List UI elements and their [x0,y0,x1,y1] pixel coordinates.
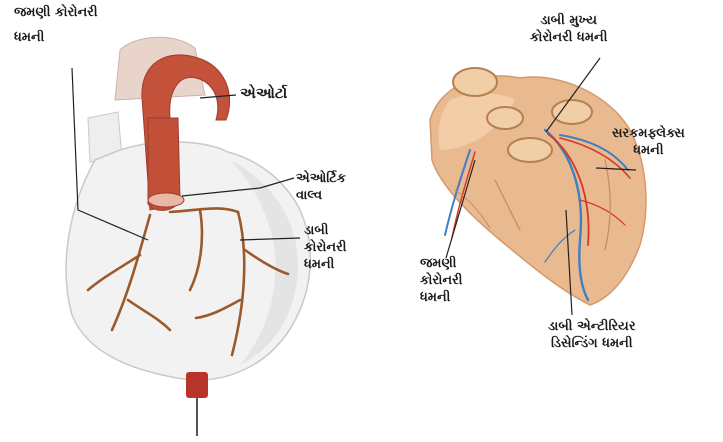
vessel-opening-2 [487,107,523,129]
label-circumflex-artery-line1: સરકમફ્લેક્સ [612,125,685,142]
label-right-coronary-artery-line2: ધમની [14,29,98,46]
heart-body [66,142,310,380]
label-left-coronary-artery-line2: કોરોનરી [304,239,347,256]
label-right-coronary-artery-2: જમણી કોરોનરી ધમની [420,255,463,306]
label-left-coronary-artery-line1: ડાબી [304,222,347,239]
label-circumflex-artery: સરકમફ્લેક્સ ધમની [612,125,685,159]
label-aortic-valve: એઓર્ટિક વાલ્વ [296,170,346,204]
label-left-main-coronary-artery-line2: કોરોનરી ધમની [530,29,607,46]
label-aorta: એઓર્ટા [240,85,287,102]
aortic-valve [148,193,184,207]
vessel-opening-1 [453,68,497,96]
label-left-anterior-descending-artery-line2: ડિસેન્ડિંગ ધમની [548,335,636,352]
label-left-main-coronary-artery: ડાબી મુખ્ય કોરોનરી ધમની [530,12,607,46]
label-right-coronary-artery-line1: જમણી કોરોનરી [14,4,98,21]
bottom-vessel [186,372,208,398]
label-left-anterior-descending-artery: ડાબી એન્ટીરિયર ડિસેન્ડિંગ ધમની [548,318,636,352]
label-left-anterior-descending-artery-line1: ડાબી એન્ટીરિયર [548,318,636,335]
label-right-coronary-artery: જમણી કોરોનરી ધમની [14,4,98,46]
label-aortic-valve-line1: એઓર્ટિક [296,170,346,187]
label-circumflex-artery-line2: ધમની [612,142,685,159]
label-left-coronary-artery: ડાબી કોરોનરી ધમની [304,222,347,273]
label-aortic-valve-line2: વાલ્વ [296,187,346,204]
label-right-coronary-artery-2-line3: ધમની [420,289,463,306]
label-right-coronary-artery-2-line2: કોરોનરી [420,272,463,289]
vessel-opening-4 [552,100,592,124]
label-left-main-coronary-artery-line1: ડાબી મુખ્ય [530,12,607,29]
vessel-opening-3 [508,138,552,162]
label-left-coronary-artery-line3: ધમની [304,256,347,273]
label-right-coronary-artery-2-line1: જમણી [420,255,463,272]
